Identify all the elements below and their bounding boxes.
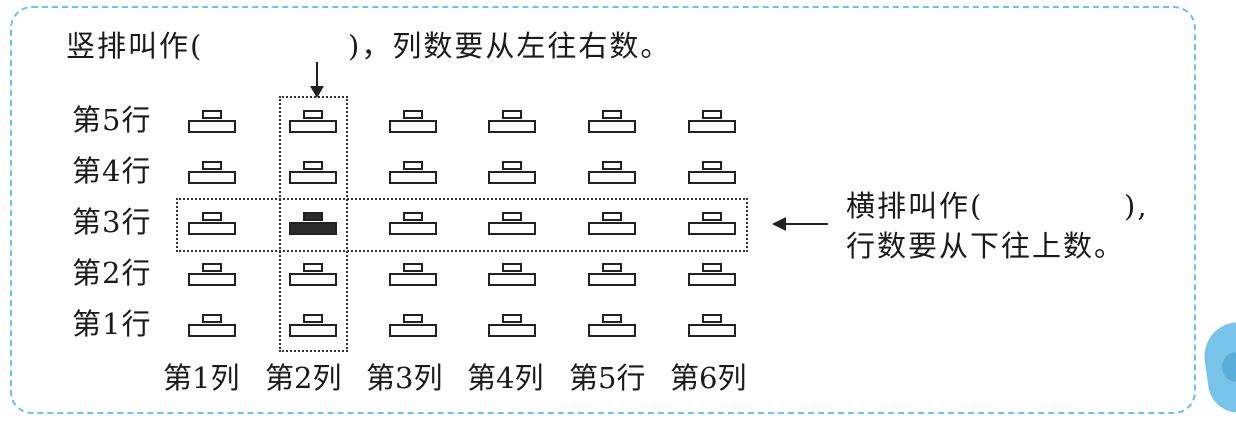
row-label-3: 第3行 bbox=[72, 205, 152, 239]
row-label-1: 第1行 bbox=[72, 307, 152, 341]
desk-icon bbox=[188, 110, 238, 134]
desk-icon bbox=[188, 263, 238, 287]
desk-icon bbox=[588, 263, 638, 287]
desk-icon bbox=[289, 161, 339, 185]
desk-icon bbox=[688, 110, 738, 134]
desk-icon bbox=[188, 314, 238, 338]
desk-icon bbox=[389, 161, 439, 185]
desk-icon bbox=[488, 263, 538, 287]
desk-icon bbox=[389, 314, 439, 338]
row-label-2: 第2行 bbox=[72, 256, 152, 290]
left-arrow-icon bbox=[772, 217, 828, 231]
desk-icon bbox=[688, 161, 738, 185]
row-label-4: 第4行 bbox=[72, 154, 152, 188]
row-instruction-end: ), bbox=[1124, 189, 1149, 223]
desk-icon bbox=[588, 110, 638, 134]
desk-icon bbox=[289, 314, 339, 338]
column-label-2: 第2列 bbox=[265, 361, 342, 395]
desk-icon bbox=[188, 161, 238, 185]
row-3-highlight-box bbox=[176, 198, 748, 252]
desk-icon bbox=[488, 212, 538, 236]
column-label-3: 第3列 bbox=[366, 361, 443, 395]
column-label-1: 第1列 bbox=[163, 361, 240, 395]
column-label-4: 第4列 bbox=[467, 361, 544, 395]
desk-icon bbox=[688, 263, 738, 287]
desk-icon bbox=[389, 263, 439, 287]
desk-icon bbox=[488, 314, 538, 338]
desk-icon bbox=[389, 110, 439, 134]
desk-icon bbox=[389, 212, 439, 236]
desk-icon bbox=[688, 314, 738, 338]
desk-icon bbox=[289, 110, 339, 134]
desk-icon bbox=[289, 263, 339, 287]
row-instruction-line2: 行数要从下往上数。 bbox=[846, 229, 1126, 263]
row-label-5: 第5行 bbox=[72, 103, 152, 137]
desk-icon bbox=[488, 161, 538, 185]
column-label-5: 第5行 bbox=[569, 361, 646, 395]
column-2-highlight-box bbox=[279, 96, 348, 352]
exercise-panel bbox=[10, 6, 1196, 414]
down-arrow-icon bbox=[310, 62, 324, 98]
corner-decoration-shade bbox=[1222, 352, 1236, 382]
desk-icon bbox=[588, 161, 638, 185]
desk-icon bbox=[588, 212, 638, 236]
desk-icon bbox=[188, 212, 238, 236]
desk-icon bbox=[588, 314, 638, 338]
row-instruction-start: 横排叫作( bbox=[846, 189, 984, 223]
desk-icon bbox=[688, 212, 738, 236]
desk-icon bbox=[488, 110, 538, 134]
column-label-6: 第6列 bbox=[670, 361, 747, 395]
highlighted-desk-icon bbox=[289, 212, 339, 236]
column-instruction-end: )，列数要从左往右数。 bbox=[348, 29, 672, 63]
column-instruction-start: 竖排叫作( bbox=[66, 29, 204, 63]
